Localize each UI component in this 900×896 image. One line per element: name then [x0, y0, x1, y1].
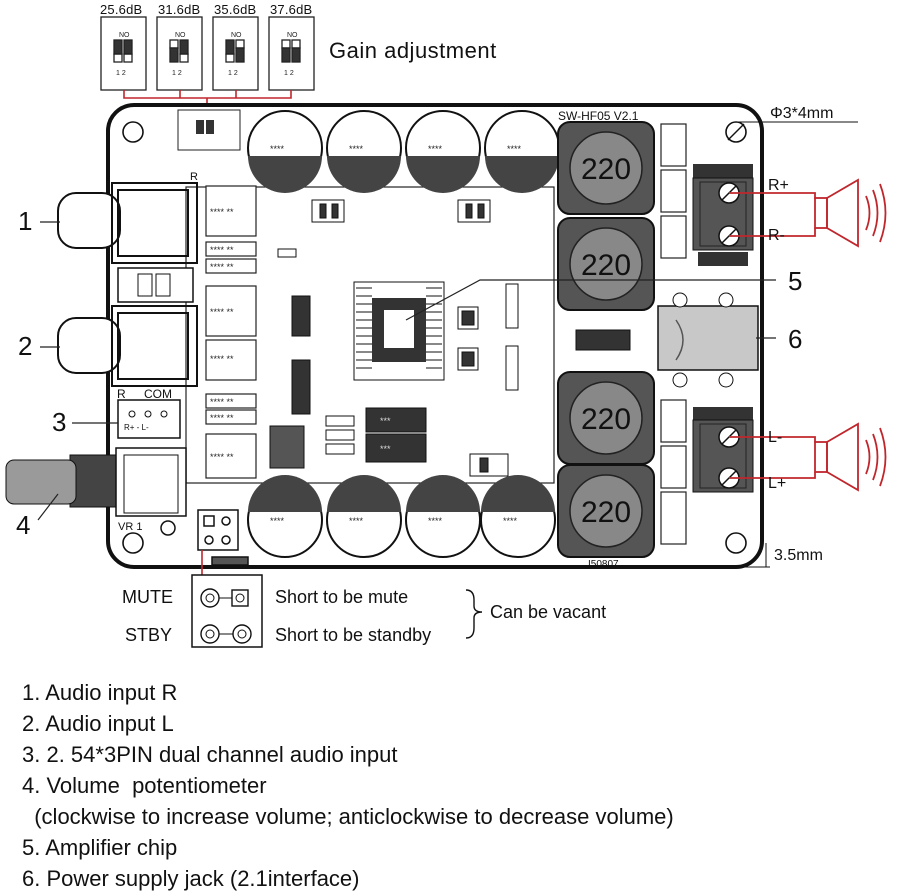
dip-pins-4: 1 2 — [284, 70, 294, 77]
gain-level-3: 35.6dB — [214, 2, 257, 17]
legend-item-1: 1. Audio input R — [22, 680, 178, 705]
gain-level-1: 25.6dB — [100, 2, 143, 17]
volume-potentiometer — [5, 447, 187, 536]
board-model: SW-HF05 V2.1 — [558, 109, 639, 123]
dip-pins-2: 1 2 — [172, 70, 182, 77]
mute-label: MUTE — [122, 587, 173, 607]
jumper-legend-box — [191, 574, 263, 648]
res-label-1: **** ** — [210, 207, 234, 217]
onboard-gain-switch — [177, 109, 241, 151]
res-label-3: **** ** — [210, 262, 234, 272]
speaker-l-minus: L- — [768, 429, 782, 446]
amplifier-chip — [353, 281, 445, 381]
cap-bottom-label-4: **** — [503, 516, 518, 526]
callout-3: 3 — [52, 407, 67, 437]
header-com-label: COM — [144, 387, 172, 401]
dip-no-2: NO — [175, 32, 186, 39]
dip-switch-1 — [100, 16, 147, 91]
ic-label-2: *** — [380, 444, 391, 454]
callout-2: 2 — [18, 331, 33, 361]
speaker-icon-left — [729, 422, 887, 492]
callout-lines — [37, 221, 776, 521]
stby-description: Short to be standby — [275, 625, 432, 645]
legend-item-4: 4. Volume potentiometer — [22, 773, 267, 798]
resistor-blocks — [205, 185, 257, 479]
dip-no-1: NO — [119, 32, 130, 39]
mute-description: Short to be mute — [275, 587, 409, 607]
hole-dimension: Φ3*4mm — [770, 105, 833, 122]
gain-title: Gain adjustment — [329, 38, 497, 63]
callout-1: 1 — [18, 206, 33, 236]
audio-header — [117, 399, 181, 439]
ic-label-1: *** — [380, 416, 391, 426]
speaker-terminal-left — [692, 407, 754, 493]
res-label-2: **** ** — [210, 245, 234, 255]
res-label-6: **** ** — [210, 397, 234, 407]
res-label-5: **** ** — [210, 354, 234, 364]
legend-item-2: 2. Audio input L — [22, 711, 174, 736]
legend-item-4-note: (clockwise to increase volume; anticlock… — [22, 804, 674, 829]
gain-dip-switches — [100, 16, 315, 91]
gain-level-2: 31.6dB — [158, 2, 201, 17]
header-r-label: R — [117, 387, 126, 401]
inductor-value-2: 220 — [581, 249, 631, 282]
gain-level-4: 37.6dB — [270, 2, 313, 17]
dip-switch-4 — [268, 16, 315, 91]
res-label-7: **** ** — [210, 413, 234, 423]
cap-top-label-4: **** — [507, 144, 522, 154]
legend-item-3: 3. 2. 54*3PIN dual channel audio input — [22, 742, 398, 767]
speaker-r-plus: R+ — [768, 177, 789, 194]
dip-pins-3: 1 2 — [228, 70, 238, 77]
vacant-brace — [465, 589, 483, 639]
dip-pins-1: 1 2 — [116, 70, 126, 77]
dip-no-3: NO — [231, 32, 242, 39]
callout-4: 4 — [16, 510, 31, 540]
speaker-icon-right — [729, 178, 887, 248]
cap-bottom-label-1: **** — [270, 516, 285, 526]
vacant-note: Can be vacant — [490, 602, 607, 622]
speaker-l-plus: L+ — [768, 475, 786, 492]
side-resistors — [660, 123, 687, 545]
power-jack — [657, 292, 759, 388]
smd-components — [269, 199, 631, 477]
inductor-value-1: 220 — [581, 153, 631, 186]
speaker-r-minus: R- — [768, 227, 785, 244]
inductor-value-4: 220 — [581, 496, 631, 529]
cap-bottom-label-2: **** — [349, 516, 364, 526]
callout-5: 5 — [788, 266, 803, 296]
stby-label: STBY — [125, 625, 173, 645]
cap-top-label-1: **** — [270, 144, 285, 154]
cap-bottom-label-3: **** — [428, 516, 443, 526]
dip-switch-3 — [212, 16, 259, 91]
mute-jumper-pins — [197, 509, 249, 566]
rca-jack-left — [57, 305, 198, 387]
legend-item-6: 6. Power supply jack (2.1interface) — [22, 866, 360, 891]
callout-6: 6 — [788, 324, 803, 354]
res-label-8: **** ** — [210, 452, 234, 462]
legend-item-5: 5. Amplifier chip — [22, 835, 178, 860]
header-pins: R+ - L- — [124, 423, 149, 432]
offset-dimension: 3.5mm — [774, 547, 823, 564]
dip-switch-2 — [156, 16, 203, 91]
legend-list: 1. Audio input R 2. Audio input L 3. 2. … — [22, 677, 674, 894]
cap-top-label-2: **** — [349, 144, 364, 154]
inductor-value-3: 220 — [581, 403, 631, 436]
board-serial: I50807 — [588, 559, 619, 570]
vr-label: VR 1 — [118, 521, 142, 533]
res-label-4: **** ** — [210, 307, 234, 317]
cap-top-label-3: **** — [428, 144, 443, 154]
dip-no-4: NO — [287, 32, 298, 39]
rca-jack-right — [57, 182, 198, 264]
jack-r-label: R — [190, 171, 198, 183]
